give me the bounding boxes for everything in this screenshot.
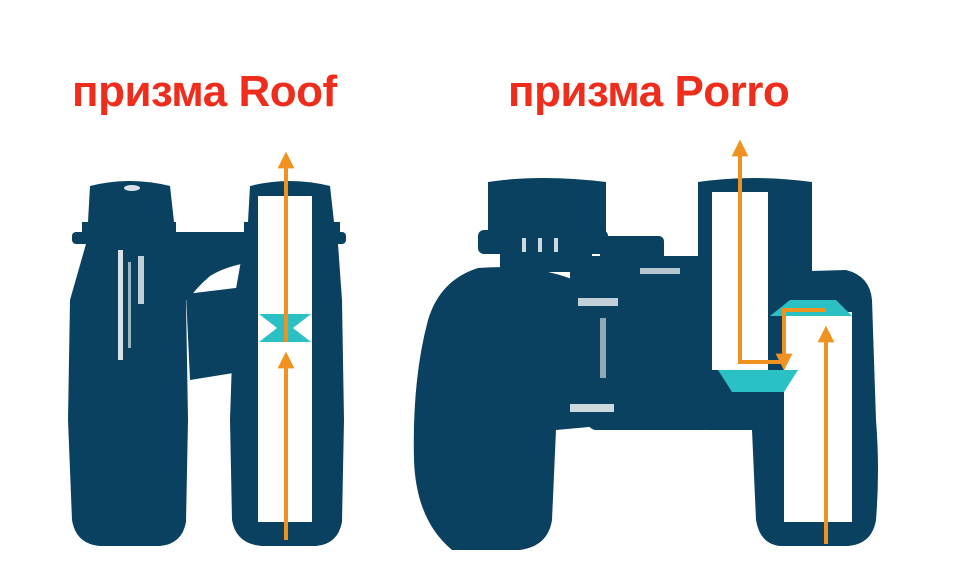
roof-barrel-highlights bbox=[118, 185, 144, 360]
porro-lower-prism-shape bbox=[718, 370, 798, 392]
porro-objective-tube bbox=[784, 312, 852, 522]
porro-left-barrel bbox=[413, 178, 610, 550]
roof-left-barrel bbox=[68, 181, 188, 546]
porro-prism-title: призма Porro bbox=[508, 67, 790, 116]
porro-body-highlights bbox=[522, 238, 680, 412]
porro-center-hinge bbox=[570, 236, 712, 430]
porro-prism-binocular bbox=[413, 139, 878, 550]
porro-light-path-arrow bbox=[731, 139, 835, 544]
roof-prism-binocular bbox=[68, 151, 346, 546]
roof-prism-title: призма Roof bbox=[72, 67, 337, 116]
